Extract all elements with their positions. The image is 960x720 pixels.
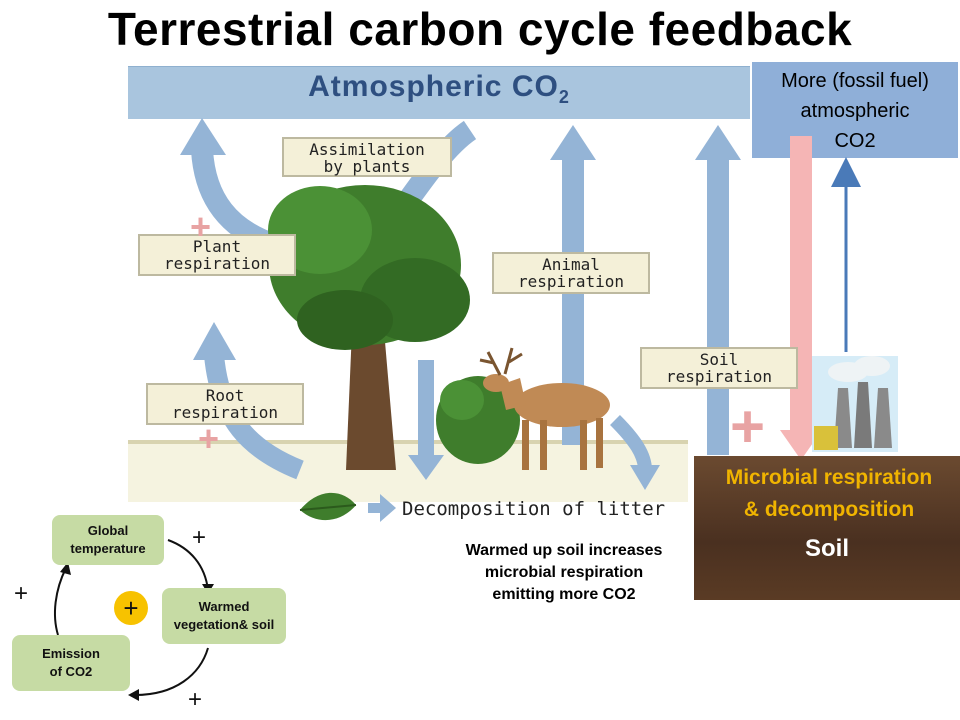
deer-icon (479, 347, 610, 470)
soil-respiration-line-1: Soil (699, 350, 739, 369)
atmospheric-co2-bar (128, 66, 750, 119)
fossil-fuel-co2-box: More (fossil fuel) atmospheric CO2 (752, 62, 958, 158)
fossil-box-line-2: atmospheric (800, 100, 910, 122)
root-respiration-line-1: Root (205, 386, 245, 405)
animal-respiration-line-1: Animal (542, 255, 600, 274)
warmed-vegetation-line-2: vegetation& soil (173, 617, 275, 632)
warmed-caption-line-2: microbial respiration (484, 564, 644, 581)
assimilation-label: Assimilation by plants (282, 137, 452, 177)
root-respiration-line-2: respiration (172, 403, 278, 422)
atmospheric-co2-text: Atmospheric CO (308, 70, 559, 103)
global-temperature-line-1: Global (87, 523, 129, 538)
loop-plus-bottom: + (188, 686, 203, 713)
emission-line-2: of CO2 (49, 664, 93, 679)
animal-down-arrow (610, 415, 660, 490)
root-respiration-plus: + (198, 418, 220, 459)
soil-respiration-line-2: respiration (666, 367, 772, 386)
soil-label: Soil (804, 535, 849, 562)
bush-icon (436, 376, 520, 464)
assimilation-label-line-1: Assimilation (309, 140, 425, 159)
fossil-box-line-1: More (fossil fuel) (781, 70, 929, 92)
warmed-soil-caption: Warmed up soil increases microbial respi… (436, 540, 692, 606)
leaf-icon (299, 492, 357, 521)
global-temperature-line-2: temperature (70, 541, 146, 556)
plant-respiration-line-2: respiration (164, 254, 270, 273)
page-title: Terrestrial carbon cycle feedback (107, 3, 853, 55)
litter-down-arrow (408, 360, 444, 480)
root-respiration-label: Root respiration (146, 383, 304, 425)
decomposition-label: Decomposition of litter (402, 498, 666, 520)
plant-respiration-line-1: Plant (192, 237, 242, 256)
soil-respiration-label: Soil respiration (640, 347, 798, 389)
warmed-caption-line-3: emitting more CO2 (492, 586, 636, 603)
root-respiration-arrow (193, 322, 304, 480)
soil-panel (694, 456, 960, 600)
tree-icon (268, 185, 470, 470)
loop-plus-top: + (192, 524, 207, 551)
animal-respiration-line-2: respiration (518, 272, 624, 291)
warmed-vegetation-line-1: Warmed (198, 599, 250, 614)
loop-plus-left: + (14, 580, 29, 607)
warmed-caption-line-1: Warmed up soil increases (465, 542, 663, 559)
fossil-box-line-3: CO2 (834, 130, 876, 152)
emission-line-1: Emission (42, 646, 100, 661)
atmospheric-co2-label: Atmospheric CO2 (128, 70, 750, 108)
node-global-temperature: Global temperature (52, 515, 164, 565)
animal-respiration-arrow (550, 125, 596, 445)
microbial-respiration-label: Microbial respiration & decomposition (700, 462, 958, 526)
plant-respiration-plus: + (190, 206, 212, 247)
assimilation-label-line-2: by plants (323, 157, 411, 176)
decomposition-arrow (368, 494, 396, 522)
soil-respiration-plus: + (730, 393, 766, 460)
microbial-line-1: Microbial respiration (725, 466, 933, 489)
power-plant-icon (812, 356, 898, 452)
plant-respiration-label: Plant respiration (138, 234, 296, 276)
node-emission-co2: Emission of CO2 (12, 635, 130, 691)
loop-plus-center: + (114, 591, 148, 625)
feedback-loop-arrows (53, 539, 214, 701)
ground-area (128, 440, 688, 502)
atmospheric-co2-subscript: 2 (558, 87, 570, 107)
ground-line (128, 440, 688, 444)
animal-respiration-label: Animal respiration (492, 252, 650, 294)
node-warmed-vegetation-soil: Warmed vegetation& soil (162, 588, 286, 644)
microbial-line-2: & decomposition (743, 498, 915, 521)
